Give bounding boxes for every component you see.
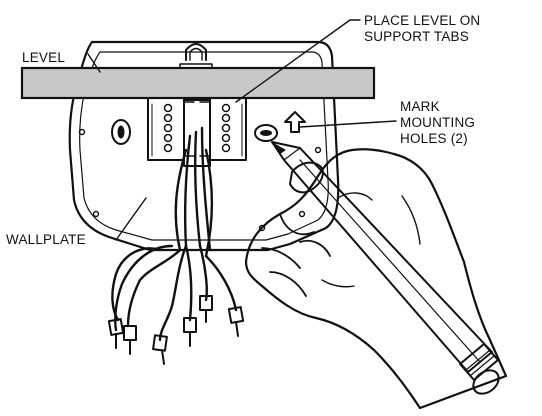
pencil — [271, 141, 500, 395]
up-arrow-icon — [284, 111, 306, 133]
label-mark-2: MOUNTING — [400, 115, 475, 130]
label-place-level-1: PLACE LEVEL ON — [364, 13, 480, 28]
right-mounting-hole — [254, 124, 278, 142]
left-mounting-hole — [111, 119, 131, 145]
label-wallplate: WALLPLATE — [6, 232, 86, 247]
callout-leaders — [87, 19, 397, 241]
hand — [244, 148, 508, 410]
wire-opening — [183, 99, 211, 167]
label-level: LEVEL — [22, 50, 65, 65]
terminal-block-left — [147, 97, 195, 161]
wire-bundle — [111, 126, 238, 342]
label-mark-1: MARK — [400, 99, 440, 114]
wire-tips — [107, 295, 245, 365]
level — [20, 66, 376, 100]
label-place-level-2: SUPPORT TABS — [364, 29, 469, 44]
label-mark-3: HOLES (2) — [400, 131, 468, 146]
